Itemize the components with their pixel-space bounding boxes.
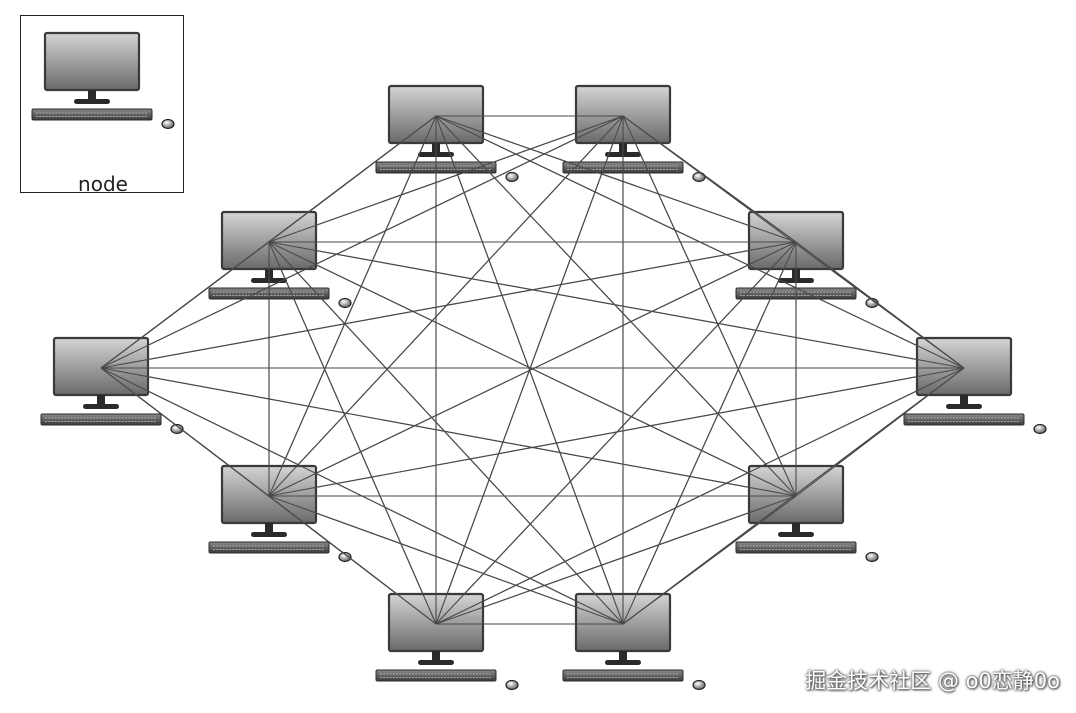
link-line — [268, 241, 624, 625]
link-line — [268, 115, 624, 243]
computer-node-icon — [39, 336, 185, 435]
computer-node-icon — [374, 592, 520, 691]
link-line — [622, 495, 797, 625]
link-line — [268, 495, 624, 625]
watermark: 掘金技术社区 @ o0恋静0o — [805, 669, 1060, 693]
legend-label: node — [78, 172, 128, 196]
computer-node-icon — [561, 84, 707, 183]
link-line — [435, 495, 797, 625]
link-line — [100, 241, 797, 369]
link-line — [268, 367, 965, 497]
link-line — [100, 367, 270, 497]
link-overlay — [100, 115, 965, 625]
link-line — [100, 367, 624, 625]
link-line — [268, 115, 437, 497]
computer-node-icon — [561, 592, 707, 691]
link-line — [795, 241, 965, 369]
legend-box: node — [20, 15, 184, 196]
computer-node-icon — [207, 210, 353, 309]
legend-computer-icon — [30, 31, 176, 130]
link-line — [435, 115, 797, 497]
link-line — [268, 241, 797, 497]
link-line — [268, 115, 437, 243]
link-line — [268, 241, 965, 369]
link-line — [622, 241, 797, 625]
link-line — [622, 115, 797, 497]
computer-node-icon — [374, 84, 520, 183]
link-line — [268, 241, 437, 625]
link-line — [435, 115, 797, 243]
link-line — [435, 241, 797, 625]
link-line — [100, 241, 270, 369]
computer-node-icon — [902, 336, 1048, 435]
link-line — [100, 367, 797, 497]
computer-node-icon — [734, 464, 880, 563]
